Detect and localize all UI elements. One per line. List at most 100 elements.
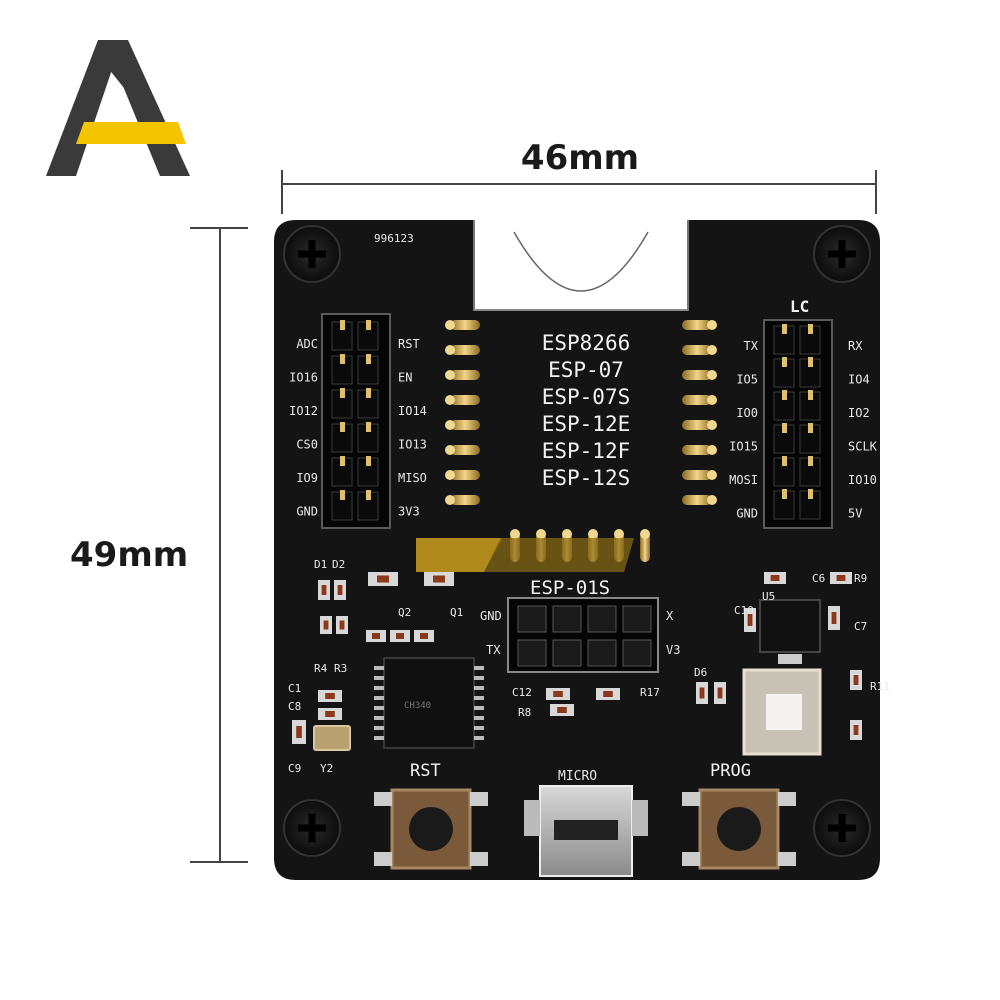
esp01-pin-v3: V3 (666, 643, 680, 657)
header-label-right-outer: 5V (848, 507, 862, 521)
pogo-pin (450, 395, 480, 405)
header-label-right-outer: RX (848, 339, 863, 353)
pogo-pin (682, 420, 712, 430)
component-label: R4 (314, 662, 328, 675)
prog-button (682, 788, 796, 870)
header-label-left-outer: IO12 (289, 404, 318, 418)
width-dimension-line (281, 183, 877, 185)
esp01-pin-x: X (666, 609, 674, 623)
component-label: Y2 (320, 762, 333, 775)
component-label: Q1 (450, 606, 463, 619)
right-pin-header (763, 319, 833, 529)
height-dimension-label: 49mm (70, 535, 189, 575)
header-label-left-inner: RST (398, 337, 420, 351)
header-label-left-inner: 3V3 (398, 505, 420, 519)
header-label-left-outer: ADC (296, 337, 318, 351)
module-name: ESP-12S (542, 466, 631, 490)
header-label-left-inner: IO13 (398, 438, 427, 452)
height-dimension-tick-top (190, 227, 248, 229)
header-label-right-outer: IO4 (848, 373, 870, 387)
socket-hole (622, 605, 652, 633)
header-label-right-outer: IO10 (848, 473, 877, 487)
logo-mid-stroke (108, 40, 146, 98)
component-label: U5 (762, 590, 775, 603)
rst-label: RST (410, 761, 441, 781)
gold-pad (416, 538, 502, 572)
component-label: Q2 (398, 606, 411, 619)
width-dimension-tick-right (875, 170, 877, 214)
crystal (313, 725, 351, 751)
pogo-pin (450, 345, 480, 355)
header-label-left-inner: IO14 (398, 404, 427, 418)
pogo-pin-esp01 (640, 532, 650, 562)
width-dimension-label: 46mm (520, 138, 640, 178)
component-label: C10 (734, 604, 754, 617)
header-label-right-inner: GND (736, 507, 758, 521)
module-arc (513, 231, 649, 292)
pogo-pin (682, 320, 712, 330)
module-name: ESP-07 (548, 358, 624, 382)
screw-bottom-left (283, 799, 341, 857)
left-pin-header (321, 313, 391, 529)
module-name: ESP-12E (542, 412, 631, 436)
pogo-pin (450, 420, 480, 430)
micro-usb-port (524, 785, 648, 877)
pogo-pin (682, 345, 712, 355)
component-label: C8 (288, 700, 301, 713)
socket-hole (622, 639, 652, 667)
socket-hole (517, 605, 547, 633)
component-label: C12 (512, 686, 532, 699)
screw-top-left (283, 225, 341, 283)
component-label: R3 (334, 662, 347, 675)
component-label: C7 (854, 620, 867, 633)
rst-button (374, 788, 488, 870)
component-label: R9 (854, 572, 867, 585)
socket-hole (517, 639, 547, 667)
brand-logo (46, 40, 190, 176)
pogo-pin (450, 320, 480, 330)
height-dimension-line (219, 227, 221, 863)
logo-yellow-bar (76, 122, 186, 144)
component-label: C9 (288, 762, 301, 775)
socket-hole (587, 639, 617, 667)
pogo-pin (450, 370, 480, 380)
pogo-pin (450, 470, 480, 480)
pogo-pin (682, 470, 712, 480)
svg-text:CH340: CH340 (404, 701, 431, 711)
logo-left-a (46, 40, 122, 176)
component-label: R11 (870, 680, 890, 693)
pogo-pin (450, 495, 480, 505)
module-name: ESP8266 (542, 331, 631, 355)
socket-hole (587, 605, 617, 633)
header-label-left-outer: CS0 (296, 438, 318, 452)
usb-label: MICRO (558, 769, 597, 784)
pogo-pin (682, 445, 712, 455)
component-label: R8 (518, 706, 531, 719)
slide-switch (742, 668, 822, 756)
header-label-left-outer: IO9 (296, 471, 318, 485)
esp01-pin-tx: TX (486, 643, 501, 657)
socket-hole (552, 639, 582, 667)
voltage-regulator (759, 599, 821, 653)
module-name: ESP-07S (542, 385, 631, 409)
brand-mark: LC (790, 297, 809, 316)
socket-hole (552, 605, 582, 633)
component-label: C1 (288, 682, 301, 695)
header-label-left-inner: MISO (398, 471, 427, 485)
header-label-right-inner: IO5 (736, 373, 758, 387)
usb-serial-chip: CH340 (374, 657, 484, 749)
esp01-label: ESP-01S (530, 577, 610, 599)
header-label-right-outer: SCLK (848, 440, 878, 454)
header-label-right-inner: TX (744, 339, 759, 353)
width-dimension-tick-left (281, 170, 283, 214)
header-label-left-outer: GND (296, 505, 318, 519)
header-label-right-inner: MOSI (729, 473, 758, 487)
prog-label: PROG (710, 761, 751, 781)
module-name: ESP-12F (542, 439, 631, 463)
component-label: C6 (812, 572, 825, 585)
component-label: R17 (640, 686, 660, 699)
pogo-pins-right (682, 320, 717, 505)
header-label-right-outer: IO2 (848, 406, 870, 420)
screw-top-right (813, 225, 871, 283)
